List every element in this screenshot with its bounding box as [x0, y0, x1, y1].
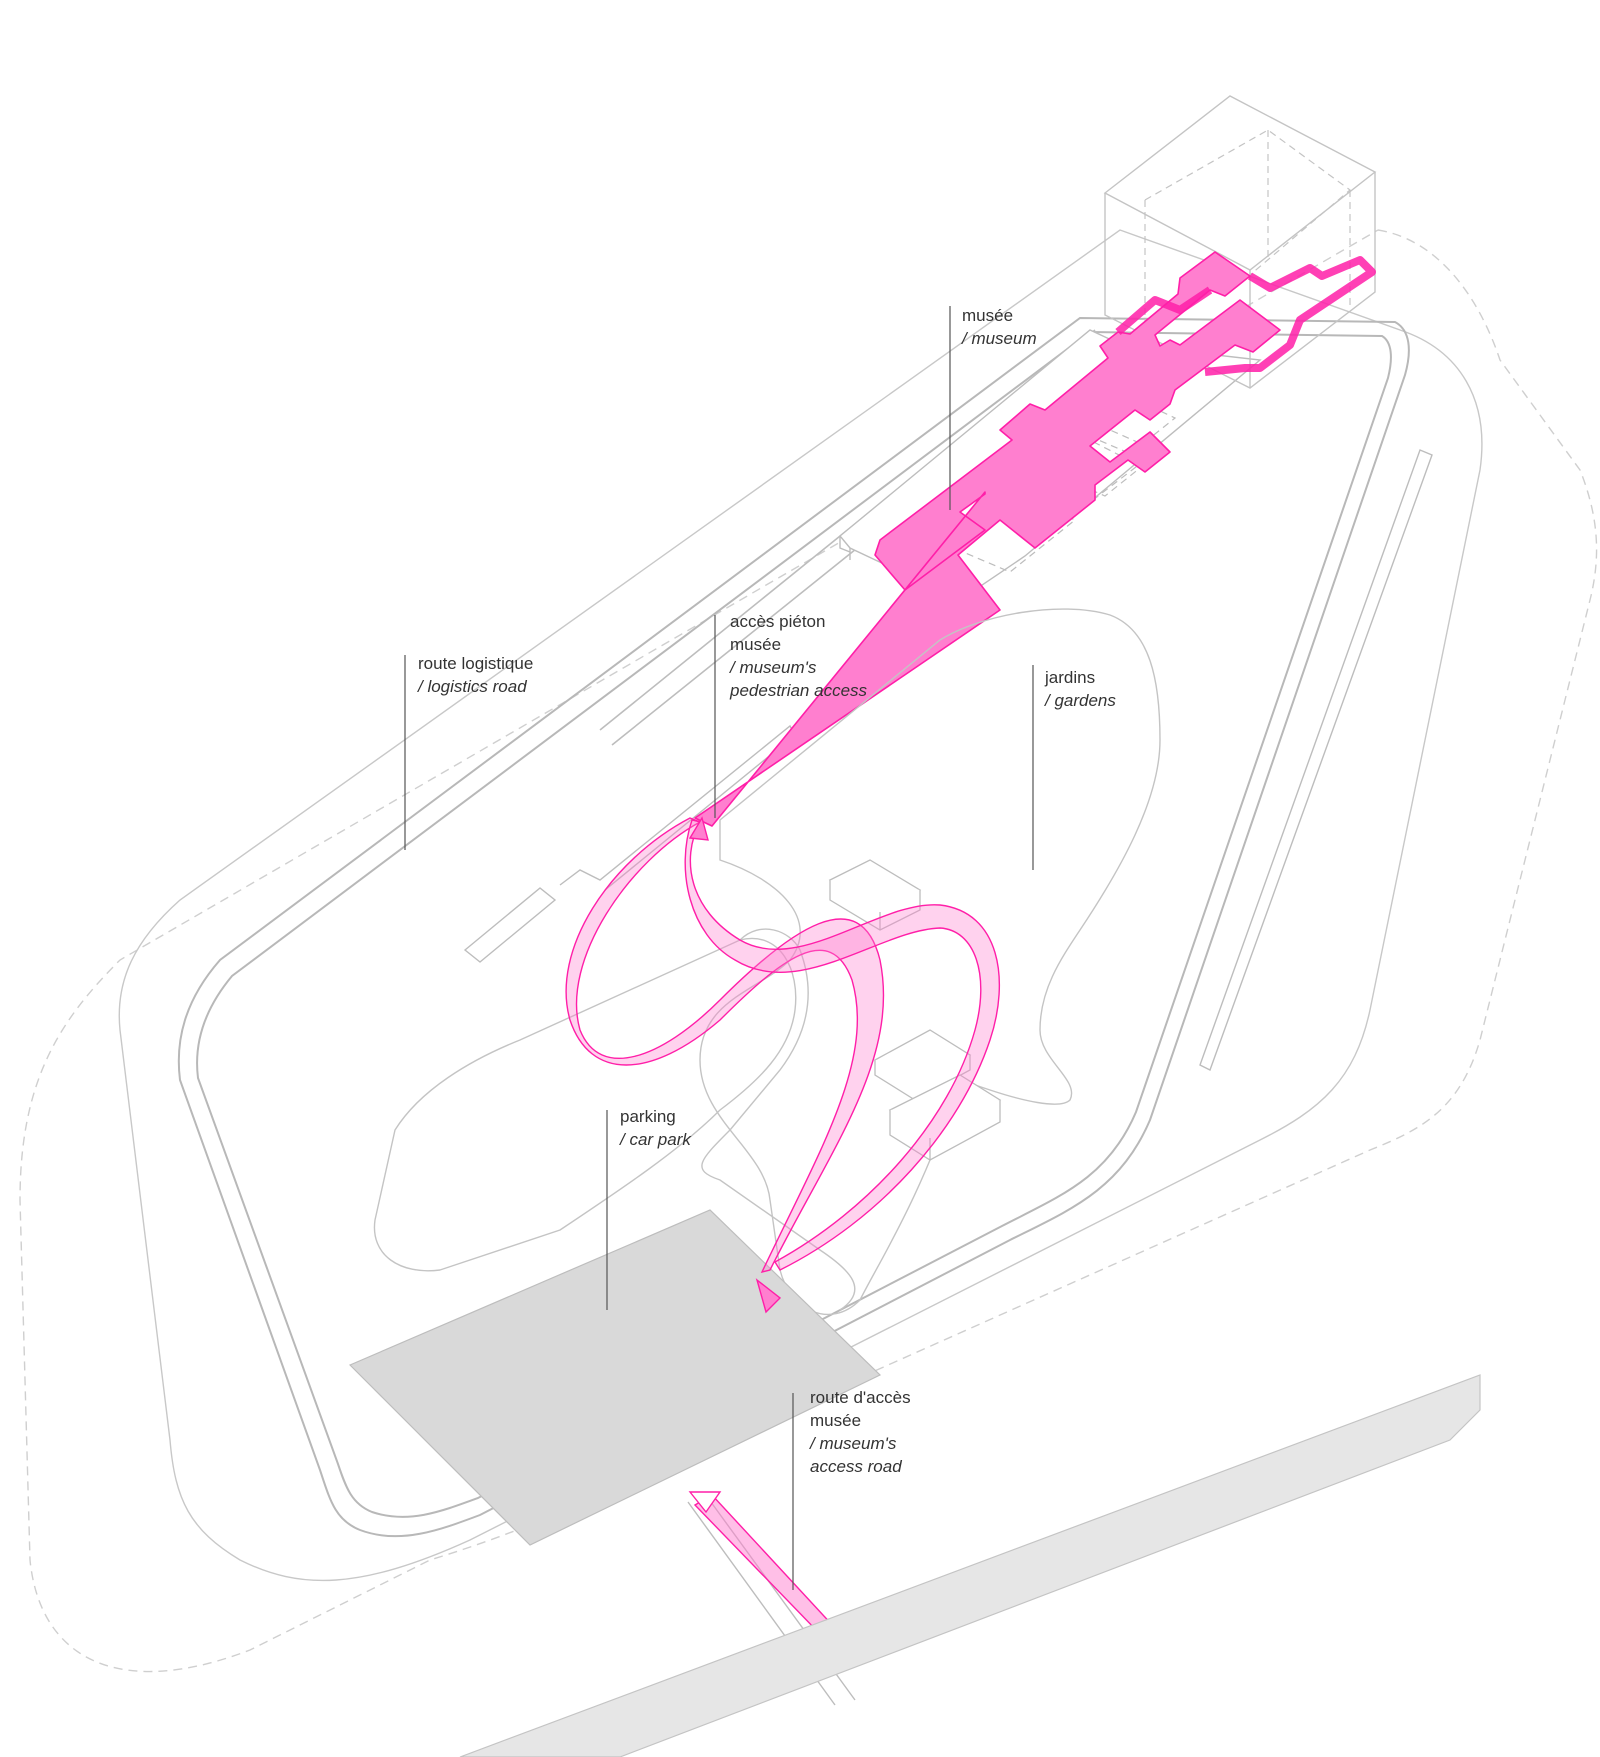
label-pedestrian-fr-1: accès piéton: [730, 612, 826, 631]
label-access-road: route d'accès musée / museum's access ro…: [810, 1386, 911, 1478]
label-museum-en: / museum: [962, 329, 1037, 348]
ring-road-inner: [196, 330, 1392, 1518]
garden-pavilions: [828, 859, 1002, 1161]
label-access-fr-2: musée: [810, 1411, 862, 1430]
label-pedestrian-access: accès piéton musée / museum's pedestrian…: [730, 610, 867, 702]
leader-lines: [404, 306, 1034, 1590]
label-pedestrian-en-1: / museum's: [730, 658, 817, 677]
label-access-fr-1: route d'accès: [810, 1388, 911, 1407]
flow-arrow-right-loop: [684, 819, 1001, 1271]
label-logistics-en: / logistics road: [418, 677, 527, 696]
parking-area: [348, 1209, 882, 1546]
label-museum-fr: musée: [962, 306, 1014, 325]
main-street: [459, 1374, 1481, 1757]
access-road-arrowhead: [688, 1491, 722, 1514]
label-museum: musée / museum: [962, 304, 1037, 350]
label-logistics-fr: route logistique: [418, 654, 534, 673]
logistics-connector: [559, 724, 796, 891]
flow-arrow-left-loop: [565, 817, 885, 1274]
label-pedestrian-en-2: pedestrian access: [730, 681, 868, 700]
label-gardens-fr: jardins: [1045, 668, 1096, 687]
label-parking-en: / car park: [620, 1130, 691, 1149]
site-boundary-dashed: [19, 229, 1598, 1673]
museum-interior-route: [1115, 256, 1376, 376]
side-slit: [1199, 449, 1433, 1071]
ring-road-outer: [177, 316, 1410, 1538]
label-gardens: jardins / gardens: [1045, 666, 1116, 712]
museum-platform-edge: [839, 536, 851, 560]
label-access-en-2: access road: [810, 1457, 902, 1476]
flow-arrowhead-access: [688, 816, 709, 841]
parking-surround: [373, 937, 797, 1272]
pedestrian-path: [694, 251, 1281, 827]
flow-arrowhead-parking: [755, 1278, 782, 1314]
landscape-outline: [118, 229, 1483, 1582]
label-parking-fr: parking: [620, 1107, 676, 1126]
label-access-en-1: / museum's: [810, 1434, 897, 1453]
gardens-outline: [699, 608, 1161, 1316]
label-parking: parking / car park: [620, 1105, 691, 1151]
logistics-building: [463, 887, 557, 963]
label-gardens-en: / gardens: [1045, 691, 1116, 710]
label-logistics-road: route logistique / logistics road: [418, 652, 533, 698]
label-pedestrian-fr-2: musée: [730, 635, 782, 654]
